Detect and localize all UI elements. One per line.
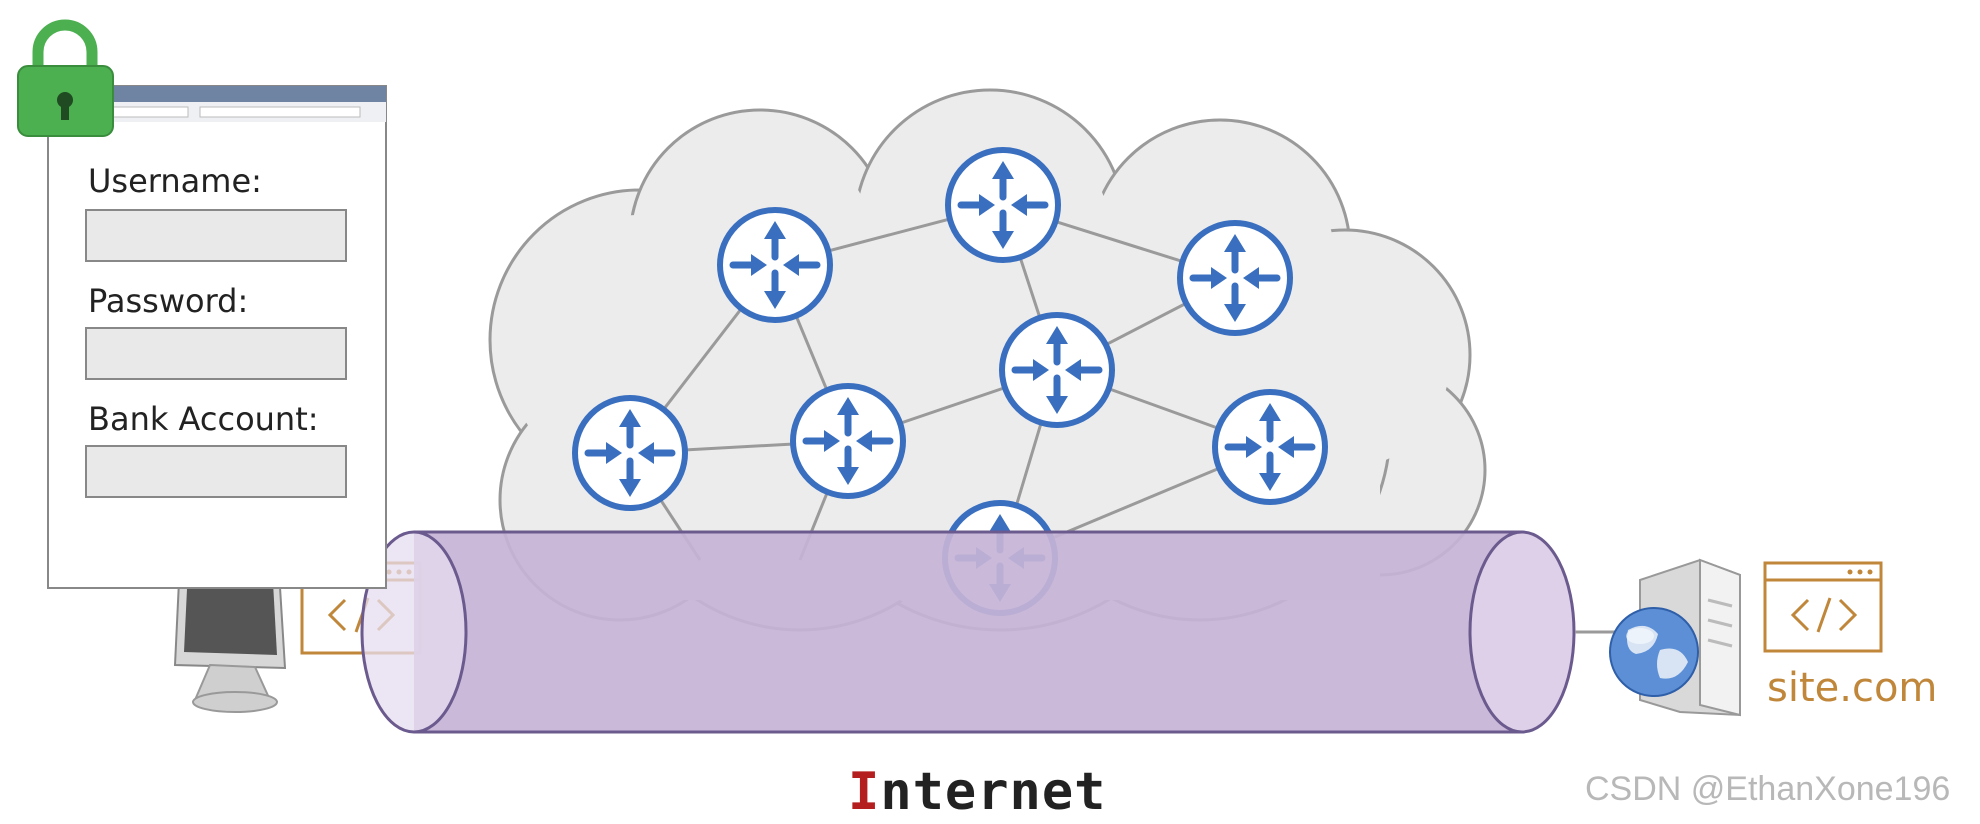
username-label: Username: (88, 162, 262, 200)
router-icon (793, 386, 903, 496)
router-icon (1215, 392, 1325, 502)
router-icon (1002, 315, 1112, 425)
router-icon (1180, 223, 1290, 333)
site-domain-label: site.com (1767, 665, 1938, 711)
router-icon (575, 398, 685, 508)
internet-label: Internet (848, 762, 1106, 822)
internet-label-initial: I (848, 762, 881, 822)
username-field[interactable] (85, 209, 347, 262)
code-window-icon (1763, 561, 1883, 653)
bank-account-label: Bank Account: (88, 400, 319, 438)
lock-icon (17, 19, 114, 137)
password-field[interactable] (85, 327, 347, 380)
internet-label-rest: nternet (880, 762, 1107, 822)
router-icon (720, 210, 830, 320)
watermark: CSDN @EthanXone196 (1585, 770, 1951, 808)
password-label: Password: (88, 282, 249, 320)
encrypted-tunnel (360, 530, 1576, 734)
globe-icon (1609, 607, 1699, 697)
bank-account-field[interactable] (85, 445, 347, 498)
router-icon (948, 150, 1058, 260)
